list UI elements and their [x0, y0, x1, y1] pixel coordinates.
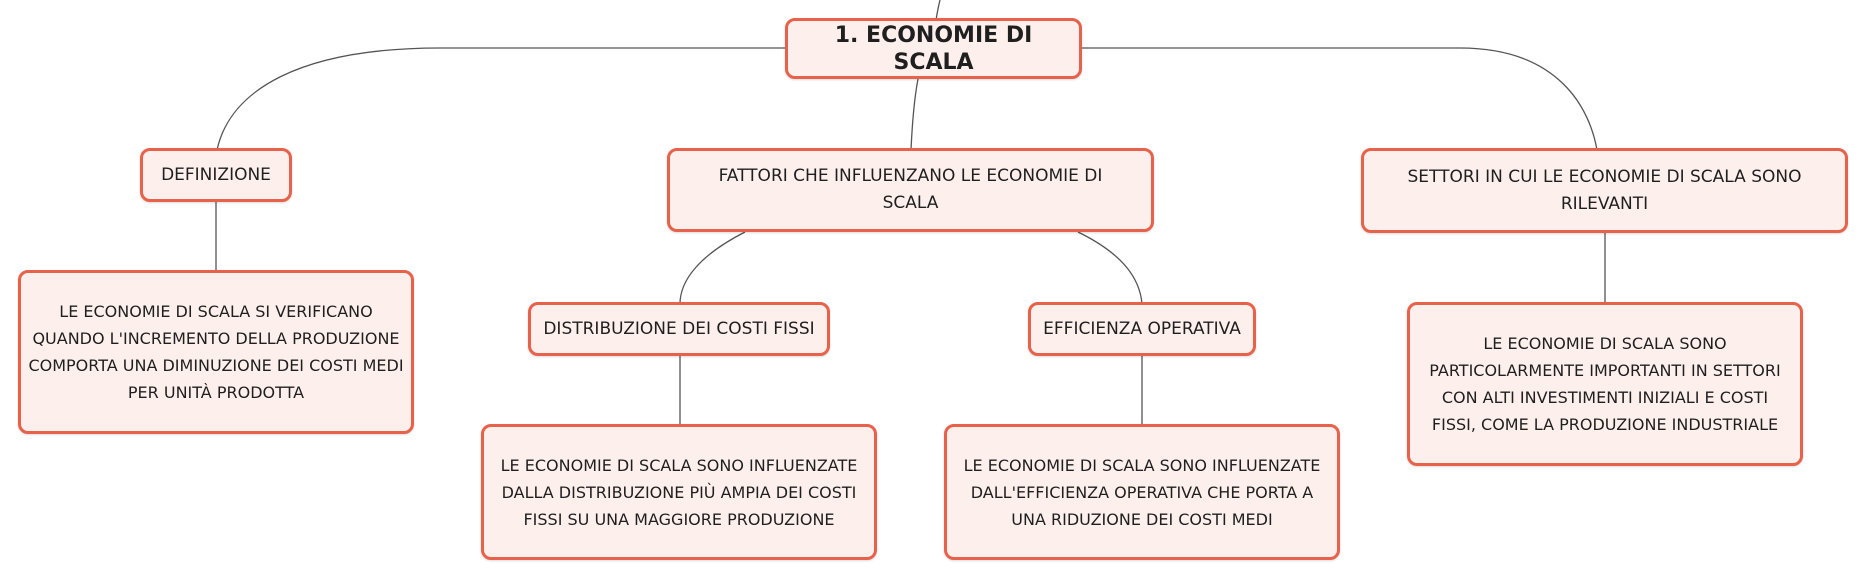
connector-root-to-definizione: [216, 47, 785, 151]
definizione-node[interactable]: DEFINIZIONE: [140, 148, 292, 202]
settori-detail-node[interactable]: LE ECONOMIE DI SCALA SONO PARTICOLARMENT…: [1407, 302, 1803, 466]
definizione-detail-node[interactable]: LE ECONOMIE DI SCALA SI VERIFICANO QUAND…: [18, 270, 414, 434]
distribuzione-costi-fissi-detail-node[interactable]: LE ECONOMIE DI SCALA SONO INFLUENZATE DA…: [481, 424, 877, 560]
root-topic-node[interactable]: 1. ECONOMIE DI SCALA: [785, 18, 1082, 79]
efficienza-operativa-node[interactable]: EFFICIENZA OPERATIVA: [1028, 302, 1256, 356]
settori-node[interactable]: SETTORI IN CUI LE ECONOMIE DI SCALA SONO…: [1361, 148, 1848, 233]
connector-root-to-fattori: [910, 78, 919, 151]
fattori-node[interactable]: FATTORI CHE INFLUENZANO LE ECONOMIE DI S…: [667, 148, 1154, 232]
efficienza-operativa-detail-node[interactable]: LE ECONOMIE DI SCALA SONO INFLUENZATE DA…: [944, 424, 1340, 560]
distribuzione-costi-fissi-node[interactable]: DISTRIBUZIONE DEI COSTI FISSI: [528, 302, 830, 356]
connector-fattori-to-efficienza: [1077, 231, 1143, 305]
connector-parent-to-root: [935, 0, 941, 21]
connector-root-to-settori: [1082, 47, 1598, 151]
connector-fattori-to-costi: [679, 231, 746, 305]
